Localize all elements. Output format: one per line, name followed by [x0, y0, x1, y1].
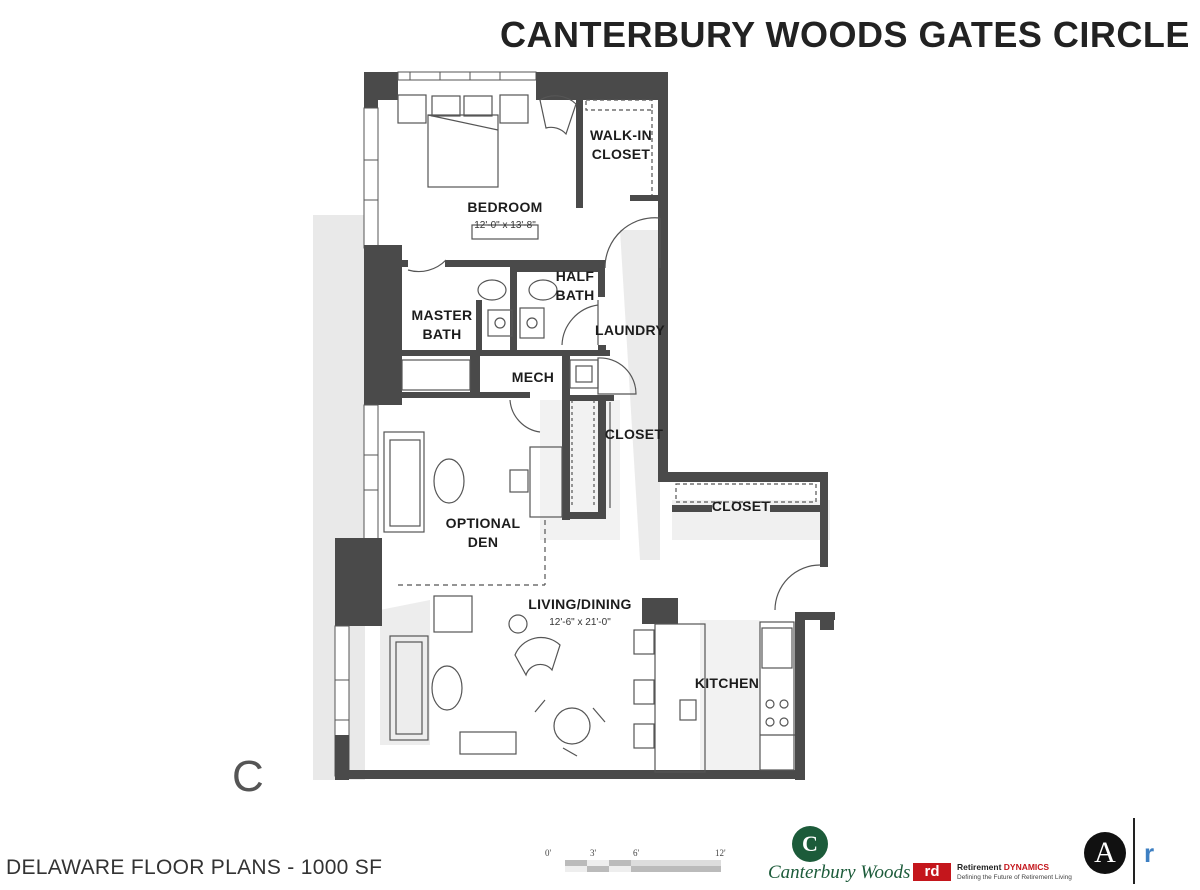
- room-label-den: OPTIONAL: [446, 515, 521, 531]
- architect-logo-icon: A: [1084, 832, 1126, 874]
- scale-segment: [587, 860, 609, 866]
- rd-mark-icon: rd: [913, 863, 951, 881]
- scale-segment: [631, 866, 721, 872]
- room-label-bedroom: BEDROOM: [467, 199, 542, 215]
- canterbury-emblem-icon: C: [792, 826, 828, 862]
- canterbury-name: Canterbury Woods: [768, 862, 911, 883]
- room-label-living: LIVING/DINING: [528, 596, 631, 612]
- room-dims-living: 12'-6" x 21'-0": [549, 617, 611, 628]
- rd-name-a: Retirement: [957, 862, 1004, 872]
- room-label-kitchen: KITCHEN: [695, 675, 759, 691]
- plan-title: CANTERBURY WOODS GATES CIRCLE: [500, 14, 1190, 55]
- scale-tick-0: 0': [545, 848, 552, 858]
- scale-tick-6: 6': [633, 848, 640, 858]
- scale-segment: [565, 860, 587, 866]
- scale-segment: [587, 866, 609, 872]
- room-label-walkin: CLOSET: [592, 146, 651, 162]
- unit-letter: C: [232, 752, 264, 801]
- room-label-closet2: CLOSET: [712, 498, 771, 514]
- room-label-mech: MECH: [512, 369, 554, 385]
- room-label-closet1: CLOSET: [605, 426, 664, 442]
- scale-segment: [609, 860, 631, 866]
- room-label-laundry: LAUNDRY: [595, 322, 665, 338]
- rd-name-b: DYNAMICS: [1003, 862, 1050, 872]
- scale-tick-12: 12': [715, 848, 726, 858]
- scale-segment: [609, 866, 631, 872]
- scale-segment: [631, 860, 721, 866]
- scale-segment: [565, 866, 587, 872]
- room-label-masterbath: BATH: [422, 326, 461, 342]
- rd-tagline: Defining the Future of Retirement Living: [957, 874, 1072, 881]
- logo-divider: [1133, 818, 1135, 884]
- room-label-halfbath: BATH: [555, 287, 594, 303]
- room-label-walkin: WALK-IN: [590, 127, 652, 143]
- r-logo-icon: r: [1144, 838, 1155, 868]
- room-label-den: DEN: [468, 534, 498, 550]
- fixtures: [383, 94, 821, 773]
- plan-name: DELAWARE FLOOR PLANS - 1000 SF: [6, 856, 383, 879]
- retirement-dynamics-logo: rd Retirement DYNAMICS Defining the Futu…: [913, 861, 1073, 887]
- room-label-masterbath: MASTER: [412, 307, 473, 323]
- room-dims-bedroom: 12'-0" x 13'-8": [474, 220, 536, 231]
- canterbury-woods-logo: C Canterbury Woods: [768, 826, 911, 884]
- room-labels: WALK-IN CLOSET BEDROOM 12'-0" x 13'-8" HALF B…: [412, 127, 771, 691]
- window-mullions: [335, 72, 501, 721]
- scale-tick-3: 3': [590, 848, 597, 858]
- scale-bar: 0' 3' 6' 12': [545, 848, 730, 888]
- walls: [334, 71, 835, 780]
- rd-name: Retirement DYNAMICS: [957, 862, 1049, 872]
- room-label-halfbath: HALF: [556, 268, 595, 284]
